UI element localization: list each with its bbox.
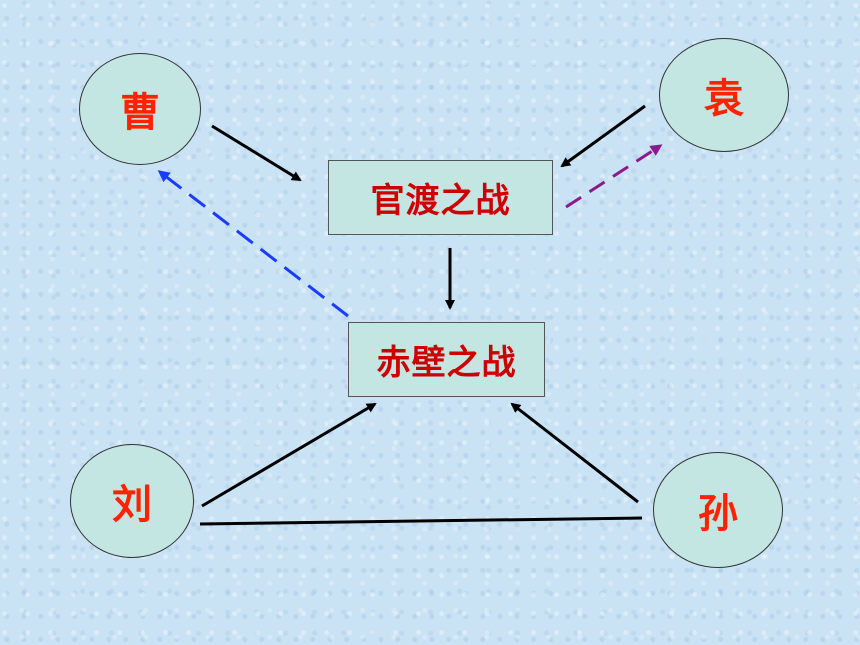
- battle-chibi-box: 赤壁之战: [348, 322, 545, 397]
- arrow-sun-to-chibi: [510, 402, 639, 504]
- node-sun-label: 孙: [698, 491, 738, 537]
- battle-guandu-label: 官渡之战: [370, 181, 511, 221]
- node-cao-label: 曹: [120, 90, 160, 136]
- battle-guandu-box: 官渡之战: [328, 160, 553, 235]
- node-cao: 曹: [79, 53, 201, 165]
- dashed-arrow-chibi-to-cao: [157, 170, 349, 318]
- node-yuan: 袁: [659, 38, 789, 152]
- alliance-line-liu-sun: [199, 516, 643, 526]
- dashed-arrow-guandu-to-yuan: [565, 144, 663, 209]
- battle-chibi-label: 赤壁之战: [376, 343, 517, 383]
- node-sun: 孙: [653, 452, 783, 568]
- node-yuan-label: 袁: [704, 76, 744, 122]
- arrow-liu-to-chibi: [201, 402, 377, 508]
- node-liu: 刘: [70, 444, 194, 558]
- arrow-yuan-to-guandu: [560, 104, 646, 168]
- arrow-cao-to-guandu: [211, 124, 302, 182]
- node-liu-label: 刘: [112, 482, 152, 528]
